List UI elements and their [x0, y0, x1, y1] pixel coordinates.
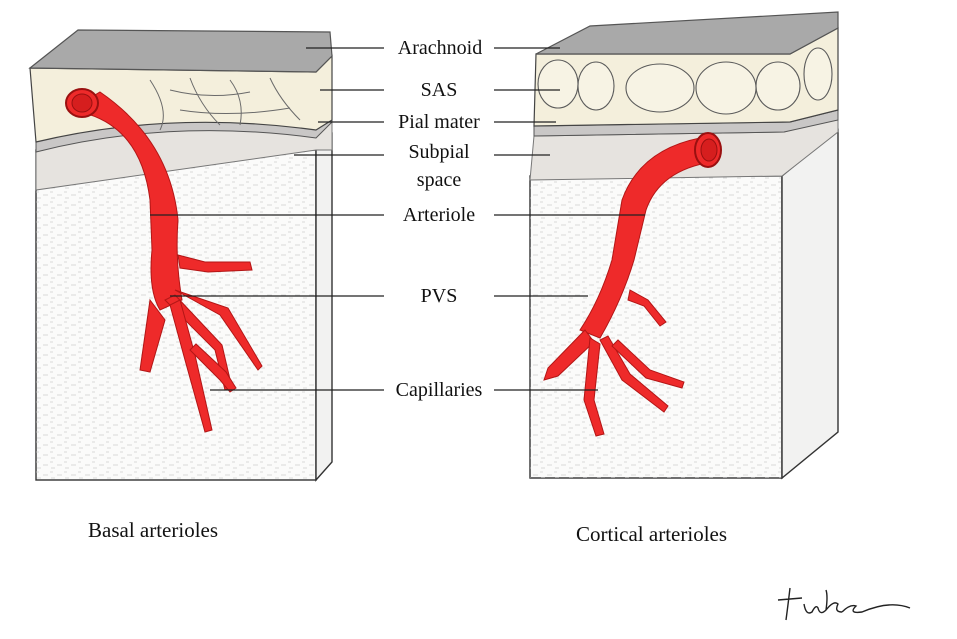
left-trabeculae: [149, 77, 301, 131]
label-arteriole: Arteriole: [402, 204, 476, 226]
right-arteriole: [543, 137, 713, 437]
label-pvs: PVS: [420, 285, 458, 307]
left-tissue-block: [28, 29, 333, 482]
label-arachnoid: Arachnoid: [397, 37, 483, 59]
leader-lines: [150, 47, 645, 391]
label-sas: SAS: [420, 79, 458, 101]
left-arachnoid-layer: [28, 29, 333, 73]
right-tissue-block: [529, 11, 839, 480]
caption-cortical-arterioles: Cortical arterioles: [576, 522, 728, 546]
label-pial-mater: Pial mater: [398, 111, 480, 133]
right-arachnoid-layer: [535, 11, 839, 55]
left-arteriole: [68, 91, 263, 433]
label-subpial-line1: Subpial: [408, 141, 470, 163]
signature: [777, 587, 911, 621]
right-side-face: [781, 128, 839, 480]
caption-basal-arterioles: Basal arterioles: [88, 518, 219, 542]
label-capillaries: Capillaries: [395, 379, 483, 401]
right-sas-cells: [537, 47, 833, 115]
label-subpial-line2: space: [416, 169, 462, 191]
left-side-face: [315, 132, 333, 482]
